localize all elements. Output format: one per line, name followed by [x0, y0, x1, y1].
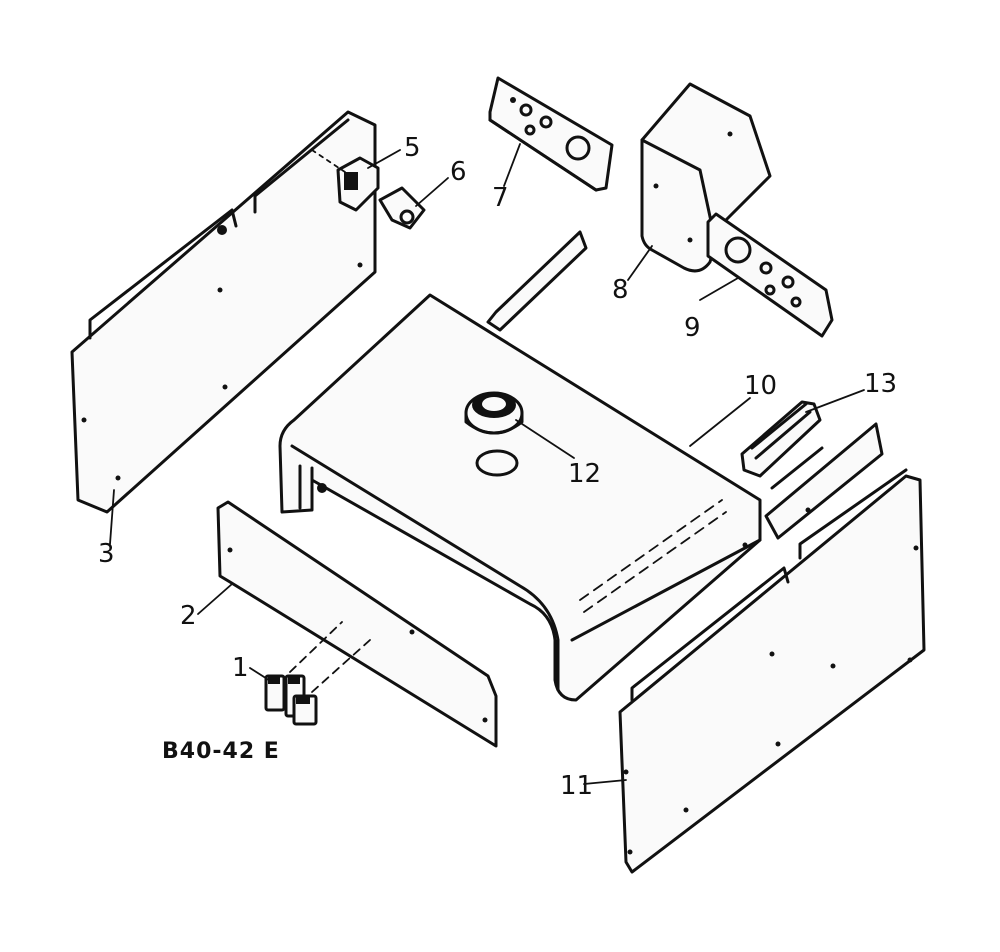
callout-1: 1 — [232, 653, 249, 683]
callout-13: 13 — [864, 369, 897, 399]
leader-lines — [109, 143, 865, 785]
callout-10: 10 — [744, 371, 777, 401]
callout-6: 6 — [450, 157, 467, 187]
part-9-intake-bracket — [706, 212, 834, 338]
part-12-filler-cap — [464, 391, 524, 435]
part-1-clips — [264, 621, 371, 726]
callout-11: 11 — [560, 771, 593, 801]
part-13-grille — [740, 400, 884, 540]
callout-7: 7 — [492, 183, 509, 213]
callout-5: 5 — [404, 133, 421, 163]
part-6-latch — [378, 186, 426, 230]
callout-labels: 1 2 3 5 6 7 8 9 10 11 12 13 B40-42 E — [98, 133, 897, 801]
part-10-hood — [278, 230, 762, 702]
part-7-upper-bracket — [488, 76, 614, 192]
callout-9: 9 — [684, 313, 701, 343]
figure-code: B40-42 E — [162, 739, 280, 764]
part-3-left-side-panel — [70, 110, 377, 514]
part-5-hinge-bracket — [311, 149, 380, 212]
callout-8: 8 — [612, 275, 629, 305]
callout-12: 12 — [568, 459, 601, 489]
callout-2: 2 — [180, 601, 197, 631]
callout-3: 3 — [98, 539, 115, 569]
part-11-right-side-panel — [618, 468, 926, 874]
part-2-front-panel — [216, 500, 498, 748]
